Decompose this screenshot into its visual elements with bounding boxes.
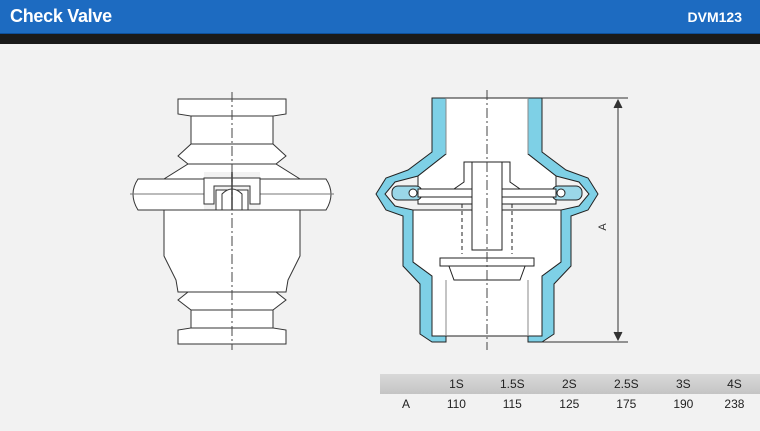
dimension-value-row: A 110 115 125 175 190 238	[380, 394, 760, 414]
size-cell: 2.5S	[594, 374, 658, 394]
value-cell: 190	[657, 394, 709, 414]
size-header-row: 1S 1.5S 2S 2.5S 3S 4S	[380, 374, 760, 394]
size-cell: 4S	[708, 374, 760, 394]
size-cell: 1.5S	[480, 374, 544, 394]
model-code: DVM123	[687, 9, 742, 25]
dimension-a-marker	[542, 97, 628, 343]
size-cell: 1S	[432, 374, 481, 394]
valve-section-view	[375, 90, 599, 350]
row-label: A	[380, 394, 432, 414]
dimension-a-label: A	[597, 223, 609, 231]
valve-drawing: A	[130, 90, 628, 350]
header-bar: Check Valve DVM123	[0, 0, 760, 34]
value-cell: 175	[594, 394, 658, 414]
value-cell: 110	[432, 394, 481, 414]
value-cell: 115	[480, 394, 544, 414]
header-blank-cell	[380, 374, 432, 394]
size-cell: 3S	[657, 374, 709, 394]
value-cell: 238	[708, 394, 760, 414]
drawing-panel	[0, 44, 760, 431]
dimension-table: 1S 1.5S 2S 2.5S 3S 4S A 110 115 125 175 …	[380, 374, 760, 414]
valve-exterior-view	[130, 92, 334, 350]
value-cell: 125	[543, 394, 595, 414]
header-divider	[0, 34, 760, 44]
page-title: Check Valve	[10, 6, 112, 26]
size-cell: 2S	[543, 374, 595, 394]
